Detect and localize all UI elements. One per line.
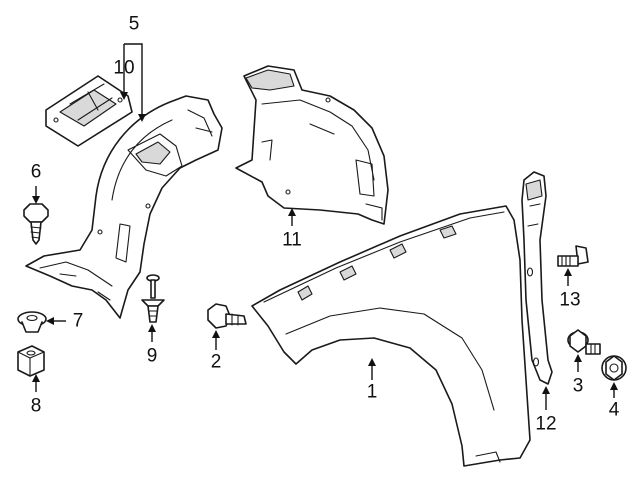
callout-2: 2 [211,352,222,373]
part-12-seal-strip [521,171,553,385]
part-3-bolt-washer [567,329,601,355]
part-4-flange-nut [601,355,627,381]
part-13-retainer-clip [557,245,589,267]
part-11-splash-shield [235,65,389,225]
part-5-fender-liner [25,95,223,319]
callout-3: 3 [573,376,584,397]
callout-13: 13 [559,290,580,311]
leader-lines [32,43,618,410]
part-2-hex-bolt [207,303,247,329]
callout-9: 9 [147,346,158,367]
callout-4: 4 [609,400,620,421]
callout-11: 11 [282,230,302,251]
callout-5: 5 [129,14,140,35]
part-7-clip-nut [17,311,47,333]
callout-6: 6 [31,162,42,183]
part-8-speed-nut [17,345,45,377]
callout-1: 1 [367,382,378,403]
callout-numbers: 5 10 6 7 8 9 2 11 1 12 13 3 4 [31,14,620,435]
part-6-bolt [23,203,49,245]
callout-7: 7 [73,311,84,332]
part-9-push-rivet [141,274,165,323]
callout-10: 10 [113,58,134,79]
callout-12: 12 [535,414,556,435]
callout-8: 8 [31,396,42,417]
part-1-front-fender [251,205,531,467]
part-10-bracket [45,75,133,147]
